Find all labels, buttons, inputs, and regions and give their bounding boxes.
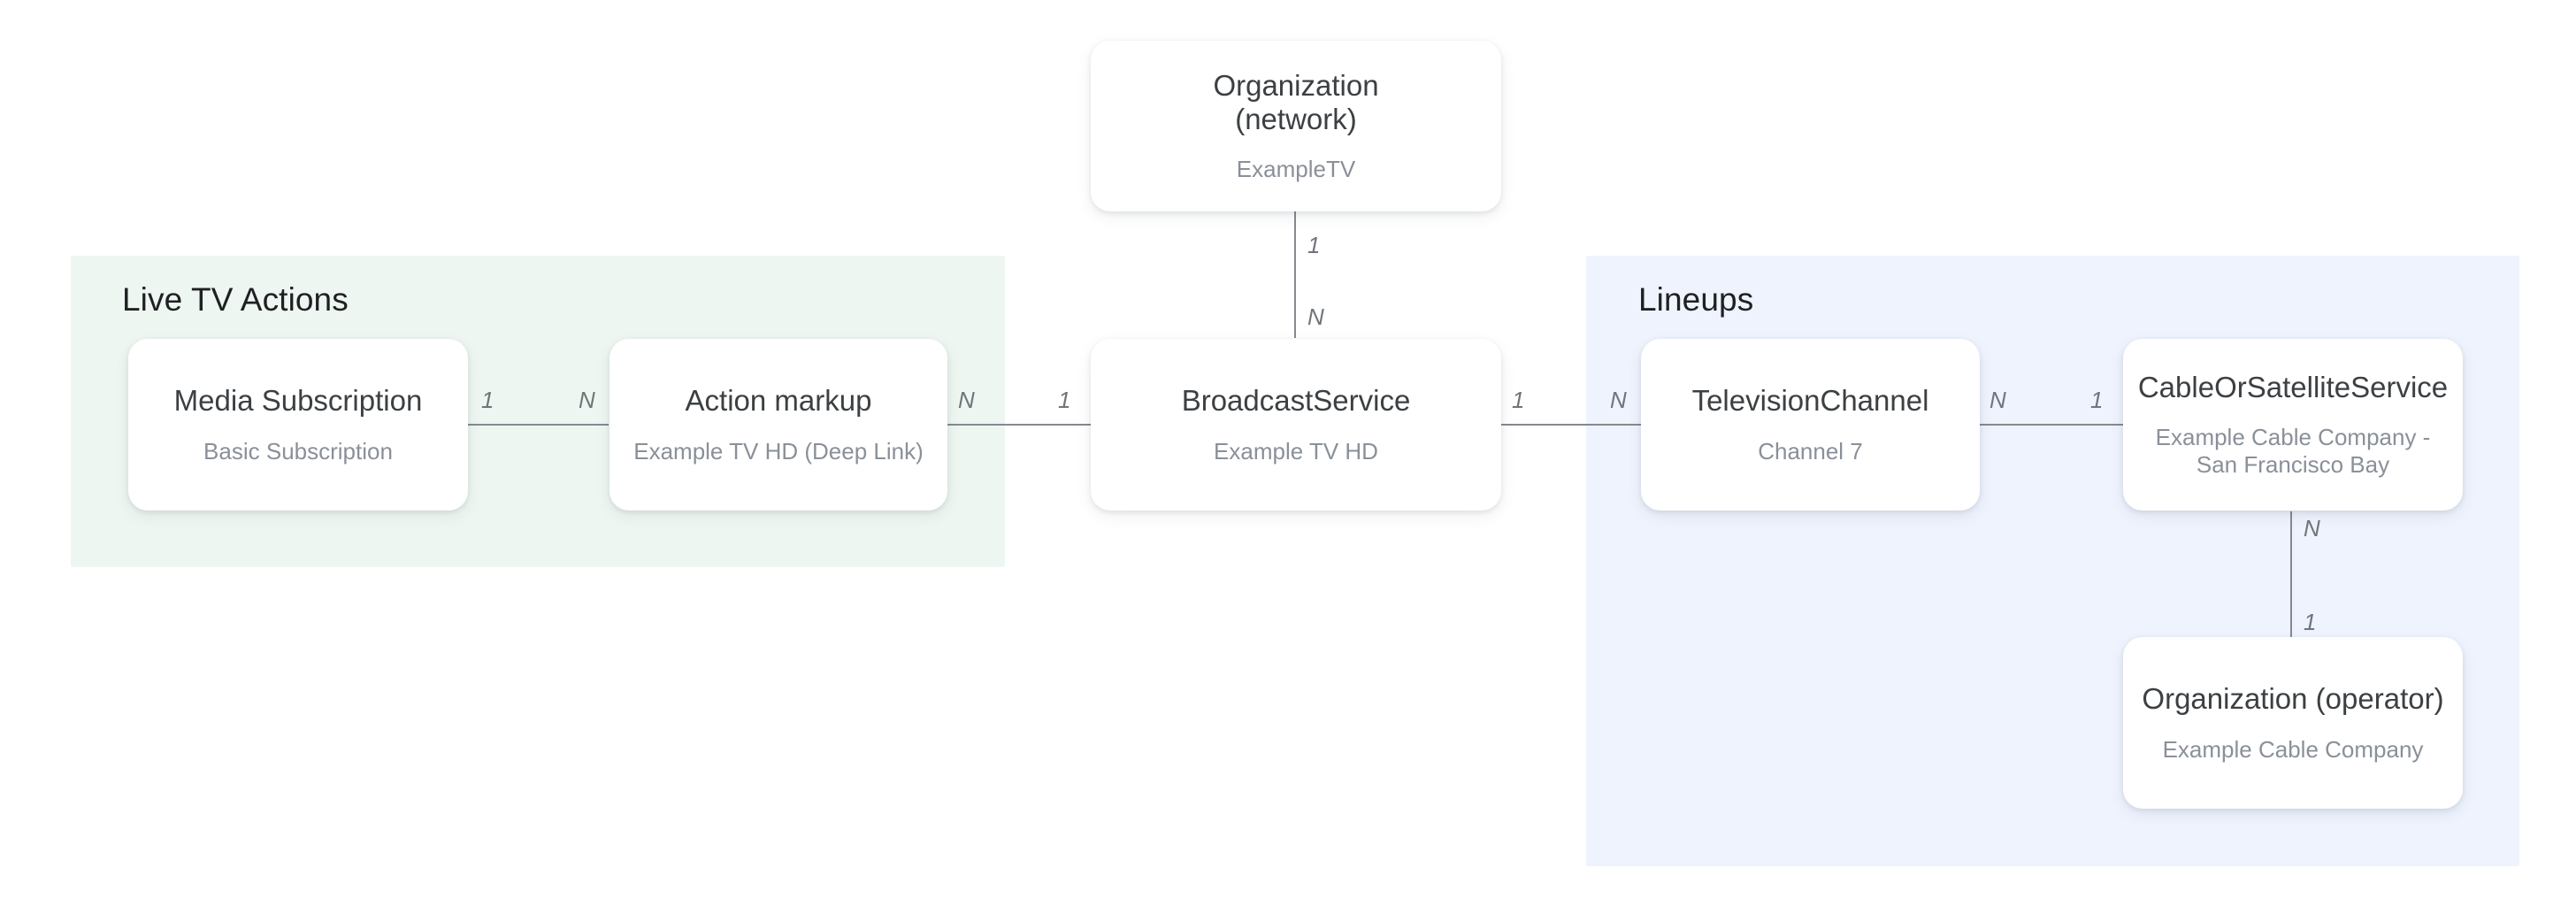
node-broadcast-service-subtitle: Example TV HD [1214, 437, 1378, 465]
cardinality-media-subscription-to-action-markup-from: 1 [481, 387, 494, 413]
cardinality-broadcast-service-to-television-channel-from: 1 [1512, 387, 1525, 413]
node-action-markup-title: Action markup [685, 384, 872, 418]
cardinality-television-channel-to-cable-or-satellite-service-to: 1 [2090, 387, 2104, 413]
connector-org-network-to-broadcast-service [1294, 211, 1296, 338]
node-cable-or-satellite-service-subtitle: Example Cable Company - San Francisco Ba… [2155, 423, 2431, 479]
connector-action-markup-to-broadcast-service [947, 424, 1092, 426]
cardinality-broadcast-service-to-television-channel-to: N [1610, 387, 1627, 413]
cardinality-media-subscription-to-action-markup-to: N [579, 387, 595, 413]
node-organization-operator-subtitle: Example Cable Company [2162, 735, 2424, 763]
group-title-lineups: Lineups [1638, 281, 1754, 318]
node-broadcast-service[interactable]: BroadcastService Example TV HD [1091, 339, 1501, 511]
node-television-channel-subtitle: Channel 7 [1758, 437, 1863, 465]
node-broadcast-service-title: BroadcastService [1181, 384, 1411, 418]
node-organization-operator[interactable]: Organization (operator) Example Cable Co… [2123, 637, 2463, 809]
cardinality-cable-or-satellite-service-to-organization-operator-from: N [2304, 515, 2320, 541]
cardinality-action-markup-to-broadcast-service-to: 1 [1058, 387, 1071, 413]
node-organization-operator-title: Organization (operator) [2142, 682, 2444, 716]
node-television-channel-title: TelevisionChannel [1691, 384, 1929, 418]
node-cable-or-satellite-service[interactable]: CableOrSatelliteService Example Cable Co… [2123, 339, 2463, 511]
node-media-subscription-subtitle: Basic Subscription [203, 437, 393, 465]
node-media-subscription[interactable]: Media Subscription Basic Subscription [128, 339, 468, 511]
cardinality-television-channel-to-cable-or-satellite-service-from: N [1990, 387, 2006, 413]
node-television-channel[interactable]: TelevisionChannel Channel 7 [1641, 339, 1980, 511]
node-action-markup-subtitle: Example TV HD (Deep Link) [633, 437, 924, 465]
cardinality-org-network-to-broadcast-service-to: N [1307, 303, 1324, 330]
cardinality-cable-or-satellite-service-to-organization-operator-to: 1 [2304, 609, 2317, 635]
connector-media-subscription-to-action-markup [467, 424, 609, 426]
node-organization-network[interactable]: Organization (network) ExampleTV [1091, 41, 1501, 211]
node-action-markup[interactable]: Action markup Example TV HD (Deep Link) [610, 339, 947, 511]
group-title-live-tv-actions: Live TV Actions [122, 281, 349, 318]
connector-cable-or-satellite-service-to-organization-operator [2290, 511, 2292, 639]
connector-broadcast-service-to-television-channel [1498, 424, 1642, 426]
cardinality-org-network-to-broadcast-service-from: 1 [1307, 232, 1321, 258]
node-cable-or-satellite-service-title: CableOrSatelliteService [2137, 370, 2449, 403]
cardinality-action-markup-to-broadcast-service-from: N [958, 387, 975, 413]
node-organization-network-subtitle: ExampleTV [1236, 156, 1356, 183]
node-organization-network-title: Organization (network) [1213, 68, 1379, 135]
connector-television-channel-to-cable-or-satellite-service [1976, 424, 2127, 426]
node-media-subscription-title: Media Subscription [173, 384, 423, 418]
